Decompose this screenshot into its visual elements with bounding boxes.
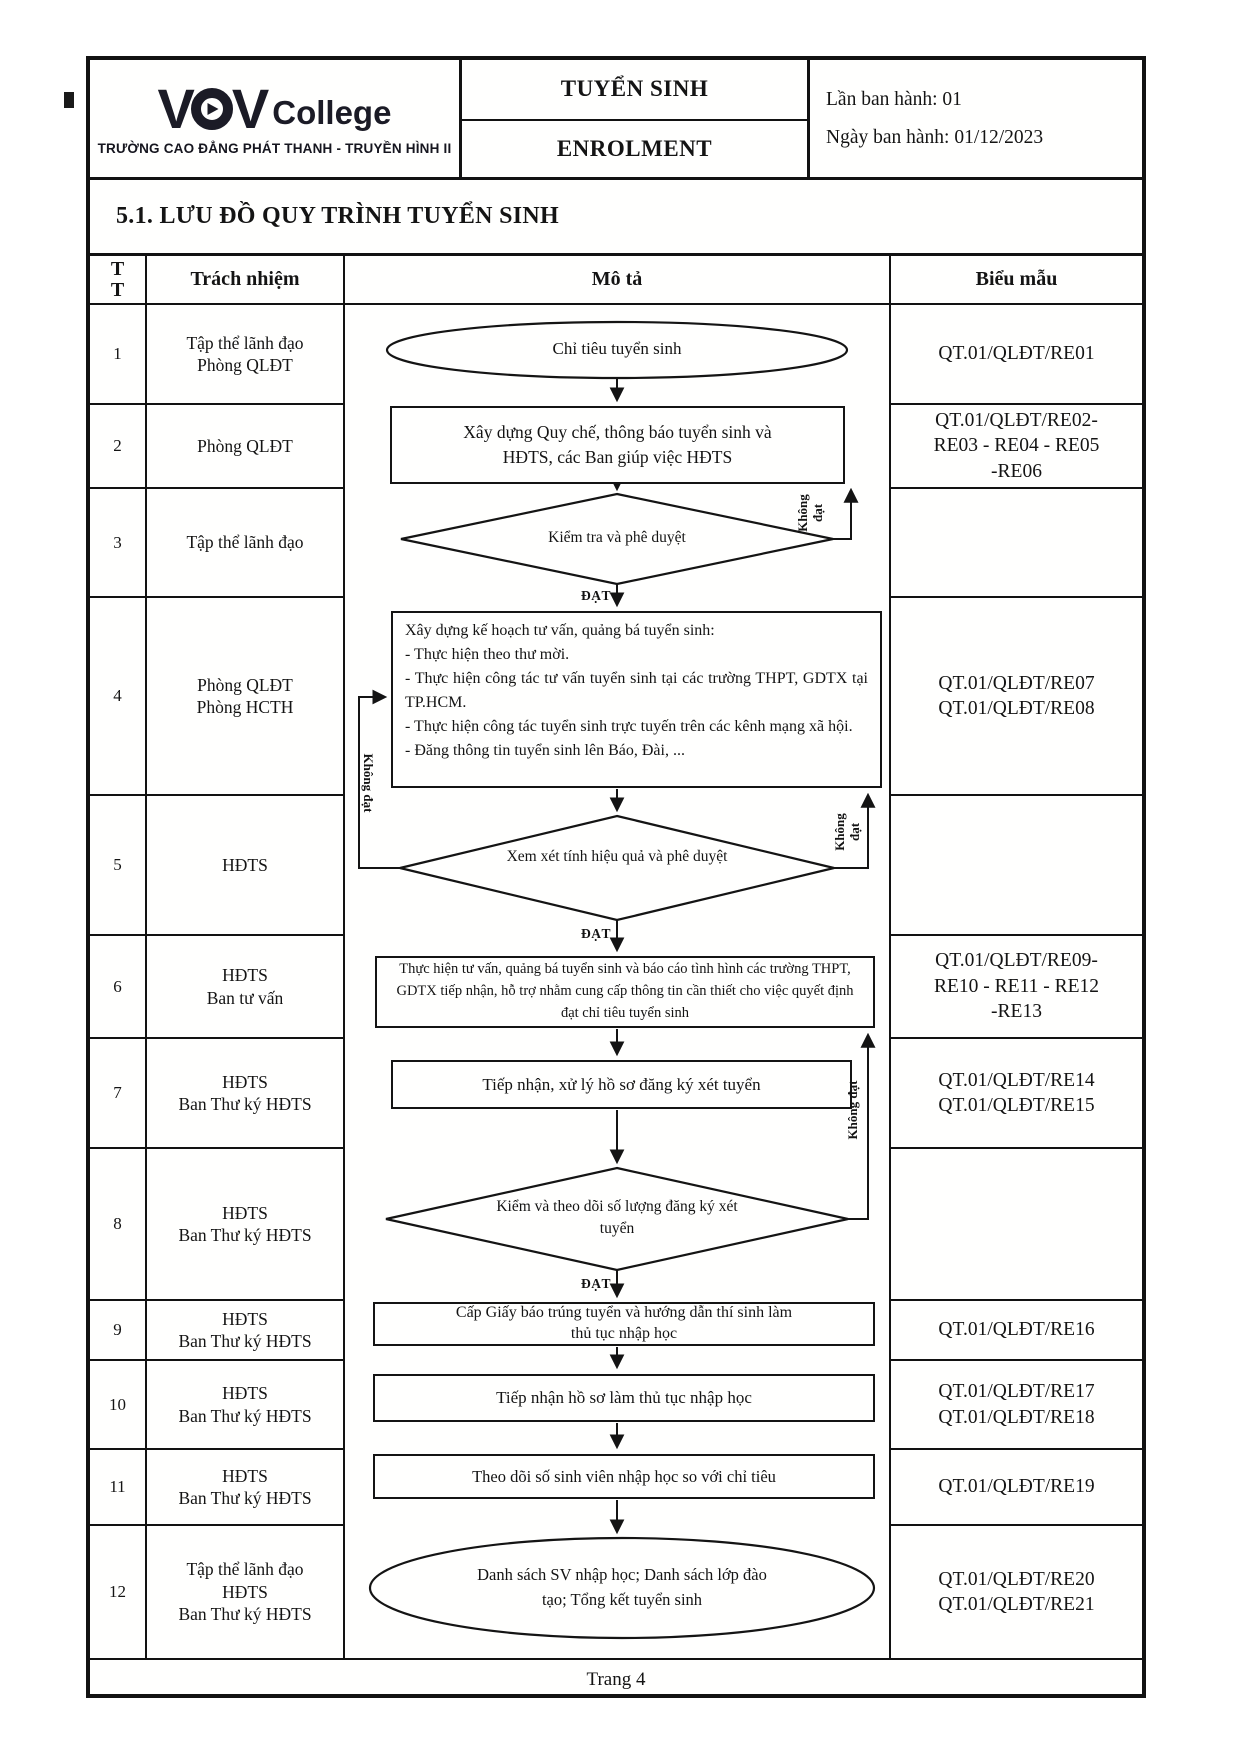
responsibility-cell: HĐTS Ban tư vấn	[147, 936, 343, 1039]
flow-node-11-rect: Theo dõi số sinh viên nhập học so với ch…	[373, 1454, 875, 1499]
responsibility-cell: HĐTS	[147, 796, 343, 936]
responsibility-cell: Phòng QLĐT	[147, 405, 343, 489]
flow-node-12-label: Danh sách SV nhập học; Danh sách lớp đào…	[477, 1565, 767, 1609]
form-cell: QT.01/QLĐT/RE14 QT.01/QLĐT/RE15	[891, 1039, 1142, 1149]
pass-label: ĐẠT	[580, 1276, 611, 1291]
issue-info-cell: Lần ban hành: 01 Ngày ban hành: 01/12/20…	[810, 60, 1142, 177]
responsibility-cell: HĐTS Ban Thư ký HĐTS	[147, 1301, 343, 1361]
school-name: TRƯỜNG CAO ĐẲNG PHÁT THANH - TRUYỀN HÌNH…	[97, 141, 452, 157]
column-description: Xây dựng Quy chế, thông báo tuyển sinh v…	[345, 305, 891, 1658]
flowchart: Xây dựng Quy chế, thông báo tuyển sinh v…	[345, 305, 891, 1658]
flow-loop-8-fail	[848, 1032, 876, 1220]
responsibility-cell: Tập thể lãnh đạo	[147, 489, 343, 598]
col-header-form: Biểu mẫu	[975, 268, 1058, 290]
table-body: 1 2 3 4 5 6 7 8 9 10 11 12 Tập thể lãnh …	[90, 305, 1142, 1658]
row-number: 8	[90, 1149, 145, 1301]
flow-node-9-rect: Cấp Giấy báo trúng tuyển và hướng dẫn th…	[373, 1302, 875, 1346]
flow-node-2-rect: Xây dựng Quy chế, thông báo tuyển sinh v…	[390, 406, 845, 484]
responsibility-cell: Tập thể lãnh đạo HĐTS Ban Thư ký HĐTS	[178, 1559, 312, 1625]
flow-node-5-diamond	[399, 814, 835, 922]
responsibility-cell: HĐTS Ban Thư ký HĐTS	[147, 1039, 343, 1149]
row-number: 7	[90, 1039, 145, 1149]
col-header-tt: TT	[90, 256, 147, 303]
form-cell: QT.01/QLĐT/RE09- RE10 - RE11 - RE12 -RE1…	[891, 936, 1142, 1039]
flow-node-10-rect: Tiếp nhận hồ sơ làm thủ tục nhập học	[373, 1374, 875, 1422]
form-cell: QT.01/QLĐT/RE17 QT.01/QLĐT/RE18	[891, 1361, 1142, 1450]
fail-label: Không đạt	[795, 494, 825, 532]
responsibility-cell: HĐTS Ban Thư ký HĐTS	[147, 1450, 343, 1526]
responsibility-cell: HĐTS Ban Thư ký HĐTS	[147, 1361, 343, 1450]
row-number: 6	[90, 936, 145, 1039]
responsibility-cell: Tập thể lãnh đạo Phòng QLĐT	[147, 305, 343, 405]
column-responsibility: Tập thể lãnh đạo Phòng QLĐT Phòng QLĐT T…	[147, 305, 345, 1658]
form-cell	[891, 489, 1142, 598]
col-header-responsibility: Trách nhiệm	[147, 256, 345, 303]
flow-node-5-label: Xem xét tính hiệu quả và phê duyệt	[506, 848, 728, 865]
column-tt: 1 2 3 4 5 6 7 8 9 10 11 12	[90, 305, 147, 1658]
row-number: 2	[90, 405, 145, 489]
doc-title-cell: TUYỂN SINH ENROLMENT	[462, 60, 810, 177]
row-number: 12	[109, 1582, 126, 1601]
flow-loop-3-fail	[833, 487, 859, 540]
issue-number-line: Lần ban hành: 01	[826, 88, 962, 110]
form-cell: QT.01/QLĐT/RE19	[891, 1450, 1142, 1526]
form-cell: QT.01/QLĐT/RE07 QT.01/QLĐT/RE08	[891, 598, 1142, 796]
row-number: 3	[90, 489, 145, 598]
logo-letter-v: V	[231, 76, 269, 140]
row-number: 10	[90, 1361, 145, 1450]
flow-node-8-label: Kiểm và theo dõi số lượng đăng ký xét tu…	[496, 1198, 738, 1237]
flow-node-6-rect: Thực hiện tư vấn, quảng bá tuyển sinh và…	[375, 956, 875, 1028]
flow-node-12-ellipse	[368, 1536, 876, 1640]
fail-label: Không đạt	[832, 813, 862, 851]
form-cell: QT.01/QLĐT/RE16	[891, 1301, 1142, 1361]
col-header-description: Mô tả	[345, 256, 891, 303]
responsibility-cell: HĐTS Ban Thư ký HĐTS	[147, 1149, 343, 1301]
flow-loop-5-fail-left	[358, 689, 400, 869]
flow-node-4-rect: Xây dựng kế hoạch tư vấn, quảng bá tuyển…	[391, 611, 882, 788]
flow-node-7-rect: Tiếp nhận, xử lý hồ sơ đăng ký xét tuyển	[391, 1060, 852, 1109]
fail-label: Không đạt	[361, 753, 377, 813]
doc-title-vi: TUYỂN SINH	[462, 60, 807, 121]
form-cell: QT.01/QLĐT/RE02- RE03 - RE04 - RE05 -RE0…	[891, 405, 1142, 489]
flow-loop-5-fail-right	[834, 792, 876, 869]
row-number: 1	[90, 305, 145, 405]
responsibility-cell: Phòng QLĐT Phòng HCTH	[147, 598, 343, 796]
fail-label: Không đạt	[844, 1080, 860, 1140]
logo-letter-v: V	[157, 76, 195, 140]
table-header-row: TT Trách nhiệm Mô tả Biểu mẫu	[90, 256, 1142, 305]
row-number: 5	[90, 796, 145, 936]
form-cell: QT.01/QLĐT/RE01	[891, 305, 1142, 405]
pass-label: ĐẠT	[580, 926, 611, 941]
flow-node-1-ellipse	[385, 320, 849, 380]
row-number: 11	[90, 1450, 145, 1526]
row-number: 4	[90, 598, 145, 796]
flowchart-geometry	[358, 320, 876, 1640]
flow-node-3-label: Kiểm tra và phê duyệt	[548, 529, 686, 546]
form-cell	[891, 1149, 1142, 1301]
logo-college-label: College	[272, 94, 392, 132]
row-number: 9	[90, 1301, 145, 1361]
section-title: 5.1. LƯU ĐỒ QUY TRÌNH TUYỂN SINH	[90, 180, 1142, 256]
form-cell	[891, 796, 1142, 936]
page-footer: Trang 4	[90, 1658, 1142, 1699]
issue-date-line: Ngày ban hành: 01/12/2023	[826, 126, 1044, 148]
play-icon	[190, 87, 233, 130]
doc-title-en: ENROLMENT	[556, 135, 713, 161]
column-form: QT.01/QLĐT/RE01 QT.01/QLĐT/RE02- RE03 - …	[891, 305, 1142, 1658]
flow-node-1-label: Chỉ tiêu tuyển sinh	[552, 339, 682, 358]
pass-label: ĐẠT	[580, 588, 611, 603]
form-cell: QT.01/QLĐT/RE20 QT.01/QLĐT/RE21	[938, 1568, 1095, 1615]
scan-artifact-mark	[64, 92, 74, 108]
